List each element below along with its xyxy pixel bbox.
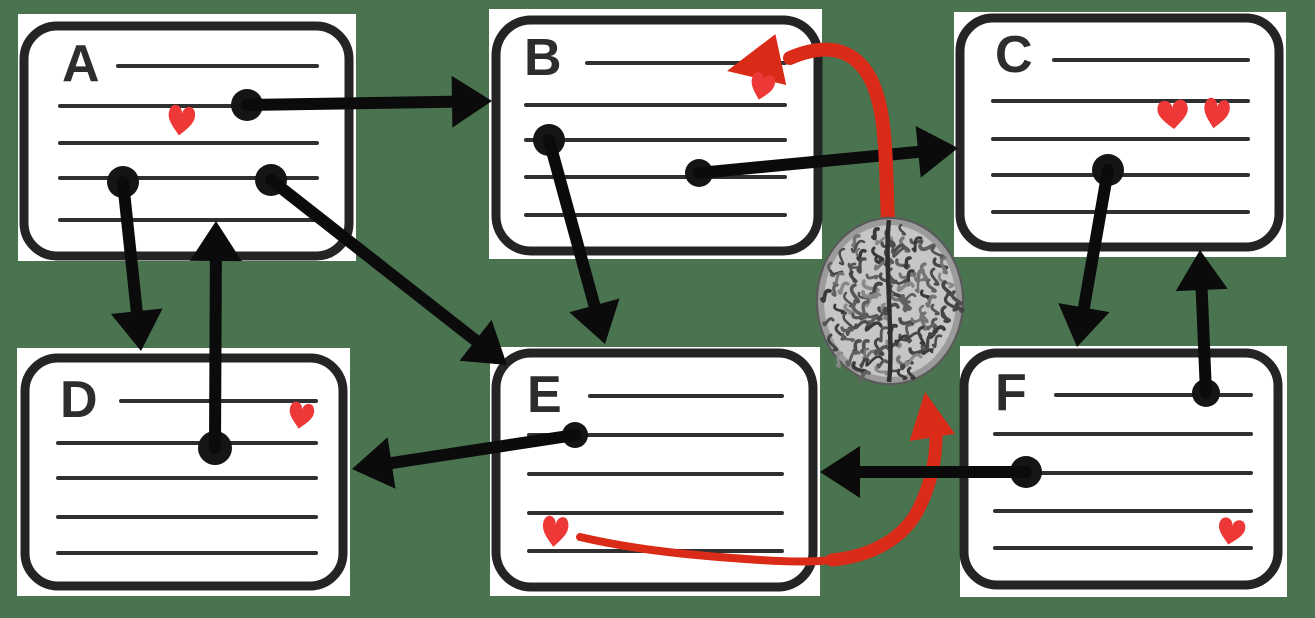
svg-text:B: B — [524, 29, 562, 87]
svg-text:A: A — [62, 35, 100, 93]
svg-text:E: E — [527, 366, 562, 424]
svg-text:F: F — [995, 364, 1027, 422]
svg-text:C: C — [995, 26, 1033, 84]
svg-text:D: D — [60, 371, 98, 429]
